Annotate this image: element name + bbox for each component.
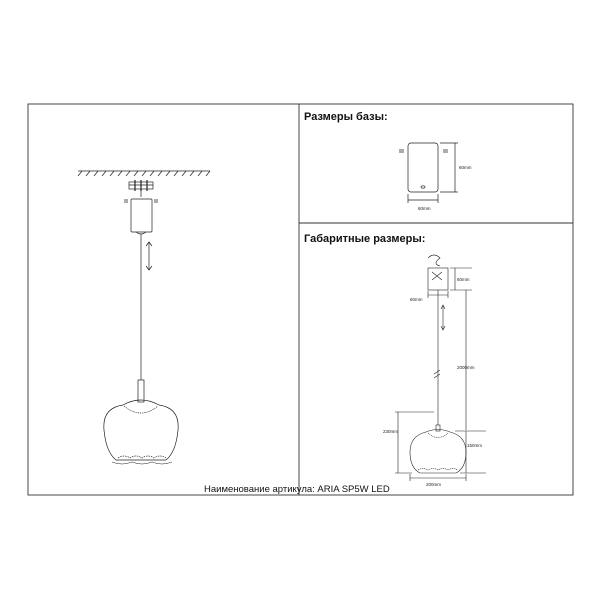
overall-shade bbox=[409, 429, 467, 474]
lamp-shade bbox=[103, 399, 179, 465]
canopy bbox=[124, 198, 158, 235]
base-diameter-label: 60mm bbox=[418, 206, 431, 211]
base-hole bbox=[420, 185, 426, 189]
shade-width-label: 200mm bbox=[426, 482, 441, 487]
overall-dimensions-title: Габаритные размеры: bbox=[304, 233, 425, 245]
canopy-height-label: 60mm bbox=[457, 277, 470, 282]
overall-canopy bbox=[427, 267, 449, 291]
shade-height-label: 230mm bbox=[383, 429, 398, 434]
installation-drawing bbox=[77, 170, 211, 465]
cable-length-label: 2000mm bbox=[457, 365, 475, 370]
outer-frame bbox=[27, 103, 574, 496]
canopy-width-label: 60mm bbox=[410, 297, 423, 302]
base-dimensions-title: Размеры базы: bbox=[304, 111, 388, 123]
base-drawing bbox=[399, 142, 458, 203]
overall-drawing bbox=[395, 254, 486, 481]
mounting-bracket bbox=[128, 180, 154, 197]
height-adjust-arrow bbox=[145, 241, 153, 271]
article-name-caption: Наименование артикула: ARIA SP5W LED bbox=[204, 484, 390, 495]
base-height-label: 60mm bbox=[459, 165, 472, 170]
shade-inner-height-label: 150mm bbox=[467, 443, 482, 448]
ceiling-hatch bbox=[77, 170, 211, 177]
lamp-neck bbox=[137, 379, 145, 403]
base-cylinder bbox=[407, 142, 439, 193]
